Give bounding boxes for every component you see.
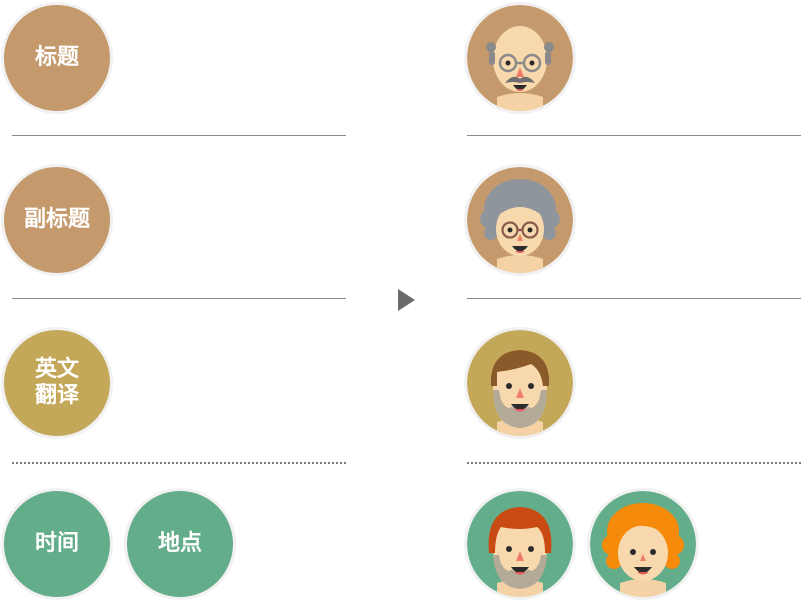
divider-3-right xyxy=(467,462,801,464)
divider-3-left xyxy=(12,462,346,464)
english-label-line1: 英文 xyxy=(34,356,79,382)
english-label-line2: 翻译 xyxy=(34,383,79,408)
grey-hair-grandma-glasses-icon xyxy=(467,167,573,273)
time-badge: 时间 xyxy=(4,491,110,597)
english-translation-badge: 英文 翻译 xyxy=(4,330,110,436)
title-label: 标题 xyxy=(34,44,79,70)
bald-old-man-glasses-icon xyxy=(467,5,573,111)
title-badge: 标题 xyxy=(4,5,110,111)
divider-1-left xyxy=(12,135,346,136)
divider-1-right xyxy=(467,135,801,136)
subtitle-badge: 副标题 xyxy=(4,167,110,273)
divider-2-left xyxy=(12,298,346,299)
red-hair-bearded-man-icon xyxy=(467,491,573,597)
time-label: 时间 xyxy=(34,530,79,556)
orange-curly-hair-woman-icon xyxy=(590,491,696,597)
subtitle-label: 副标题 xyxy=(23,206,90,232)
play-arrow-icon xyxy=(398,289,415,311)
divider-2-right xyxy=(467,298,801,299)
place-label: 地点 xyxy=(157,530,202,556)
place-badge: 地点 xyxy=(127,491,233,597)
bearded-man-brown-hair-icon xyxy=(467,330,573,436)
